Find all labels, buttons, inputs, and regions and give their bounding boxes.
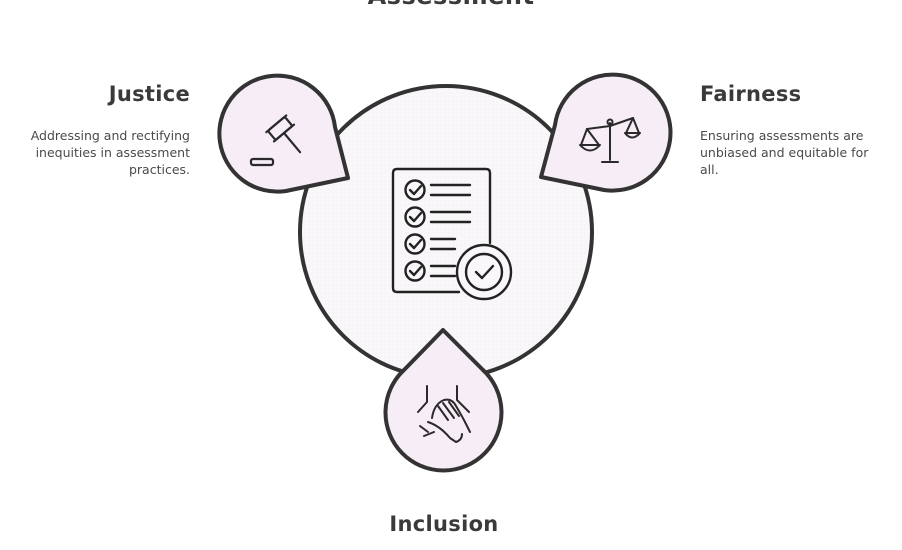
fairness-description: Ensuring assessments are unbiased and eq… (700, 128, 869, 177)
diagram-title: Assessment (0, 0, 902, 10)
fairness-petal (539, 72, 673, 193)
fairness-heading: Fairness (700, 82, 802, 106)
justice-description: Addressing and rectifying inequities in … (30, 128, 190, 177)
justice-heading: Justice (108, 82, 190, 106)
checklist-icon (391, 167, 513, 301)
gavel-icon (249, 114, 302, 167)
joined-hands-icon (417, 385, 471, 443)
scales-icon (579, 117, 641, 163)
inclusion-heading: Inclusion (389, 512, 499, 536)
